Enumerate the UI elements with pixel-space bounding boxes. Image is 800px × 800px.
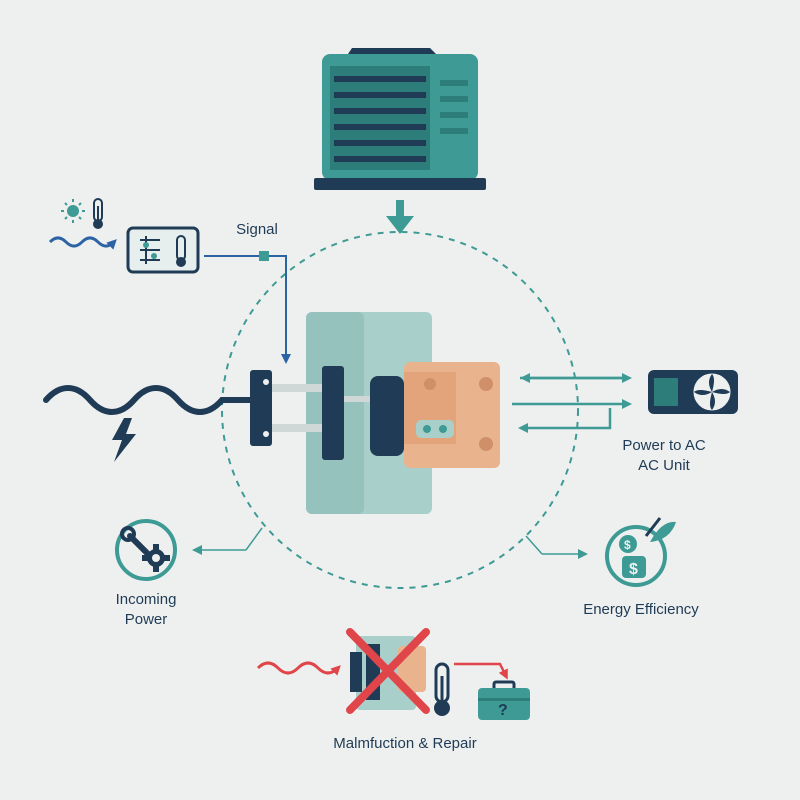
power-cable bbox=[43, 385, 253, 415]
broken-contactor-icon bbox=[346, 628, 430, 714]
thermometer-icon bbox=[93, 198, 103, 229]
system-boundary-circle bbox=[221, 231, 579, 589]
lightning-icon bbox=[112, 418, 136, 462]
malfunction-wave bbox=[256, 661, 341, 676]
money-icon-dollar-top: $ bbox=[624, 538, 631, 552]
power-to-ac-label: Power to AC AC Unit bbox=[604, 436, 724, 476]
incoming-power-label: Incoming Power bbox=[96, 590, 196, 630]
money-leaf-icon bbox=[605, 517, 676, 587]
repair-arrow bbox=[454, 662, 508, 680]
air-wave-icon bbox=[48, 236, 117, 250]
ac-fan-icon bbox=[648, 370, 738, 414]
contactor-icon bbox=[250, 312, 500, 514]
sun-icon bbox=[61, 199, 85, 223]
incoming-power-line1: Incoming bbox=[115, 591, 177, 608]
ac-unit-icon bbox=[314, 48, 486, 190]
wrench-gear-icon bbox=[115, 519, 177, 581]
signal-label: Signal bbox=[236, 221, 278, 238]
thermometer-small-icon bbox=[434, 662, 450, 716]
energy-efficiency-label: Energy Efficiency bbox=[583, 601, 699, 618]
money-icon-dollar-bottom: $ bbox=[629, 561, 638, 578]
incoming-power-connector bbox=[245, 527, 263, 551]
toolbox-question-mark: ? bbox=[498, 702, 508, 719]
toolbox-icon bbox=[478, 680, 530, 720]
signal-line bbox=[204, 255, 291, 364]
ac-power-arrows bbox=[512, 373, 632, 433]
power-to-ac-line2: AC Unit bbox=[638, 457, 690, 474]
thermostat-panel-icon bbox=[126, 226, 200, 274]
malfunction-repair-label: Malmfuction & Repair bbox=[333, 735, 477, 752]
efficiency-connector bbox=[525, 535, 543, 555]
down-arrow-icon bbox=[386, 200, 414, 234]
incoming-power-line2: Power bbox=[124, 611, 168, 628]
power-to-ac-line1: Power to AC bbox=[622, 437, 706, 454]
